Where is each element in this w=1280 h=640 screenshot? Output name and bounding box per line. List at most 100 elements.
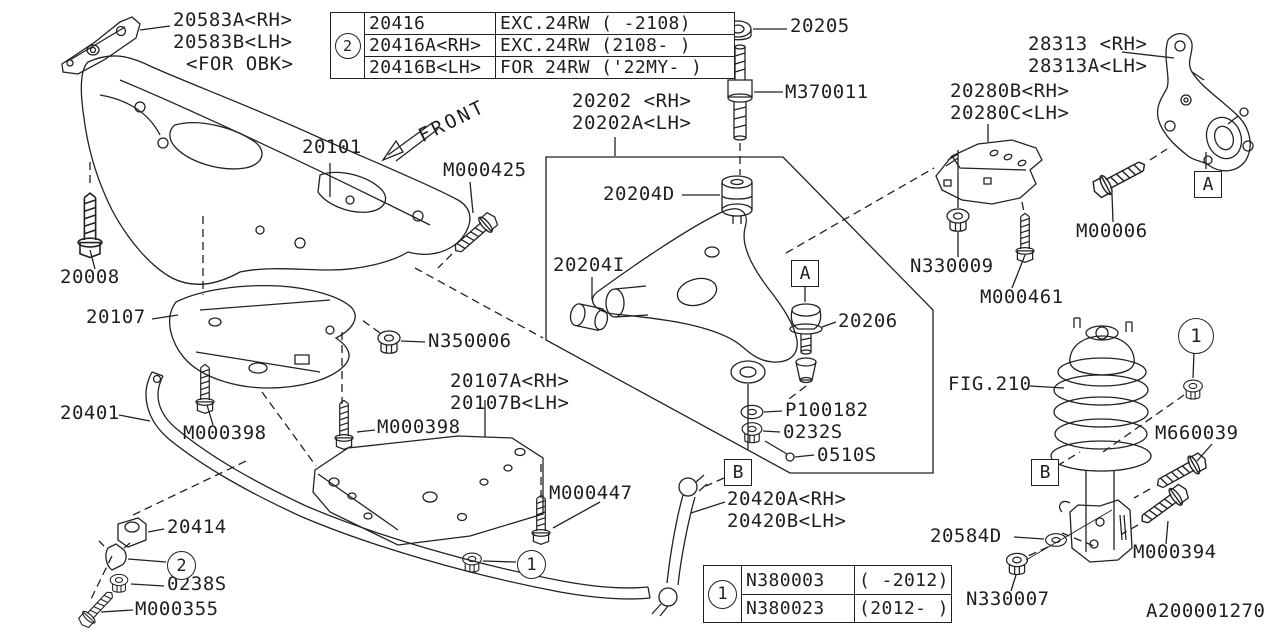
bolt-m660039 (1133, 443, 1213, 499)
table-cell-part: 20416A<RH> (364, 34, 495, 56)
bolt-m000425 (437, 181, 502, 269)
part-label-m000447: M000447 (549, 482, 633, 504)
part-label-20204d: 20204D (603, 183, 675, 205)
clamp-shape (90, 540, 167, 600)
table-cell-part: 20416B<LH> (364, 56, 495, 78)
support-plate-20107a-shape (312, 400, 544, 546)
circled-marker-2-clamp: 2 (167, 551, 196, 580)
control-arm-enclosure (545, 156, 934, 474)
boxed-marker-a-balljoint: A (791, 260, 819, 287)
bolt-m000398-right (334, 332, 376, 450)
bolt-m000447 (531, 464, 601, 545)
circled-marker-2-table: 2 (334, 32, 361, 59)
bracket-20280-shape (935, 124, 1043, 205)
nut-n350006 (361, 319, 426, 354)
bushing-20204d (682, 175, 753, 224)
part-label-m660039: M660039 (1155, 422, 1239, 444)
table-cell-note: ( -2012) (854, 566, 951, 594)
part-label-n330009: N330009 (910, 255, 994, 277)
table-cell-note: EXC.24RW ( -2108) (495, 13, 734, 34)
table-cell-note: EXC.24RW (2108- ) (495, 34, 734, 56)
part-label-20280b: 20280B<RH> (950, 80, 1070, 102)
strut-assembly-shape (1029, 317, 1152, 563)
boxed-marker-a-knuckle: A (1194, 171, 1222, 198)
part-label-n350006: N350006 (428, 330, 512, 352)
part-label-m370011: M370011 (785, 81, 869, 103)
part-label-m00006: M00006 (1076, 220, 1148, 242)
part-label-m000425: M000425 (443, 159, 527, 181)
option-table-n380003-marker-cell: 1 (704, 566, 741, 622)
circled-marker-1-strut: 1 (1178, 318, 1214, 354)
part-label-20101: 20101 (302, 136, 362, 158)
bolt-m000398-left (195, 363, 215, 426)
part-label-fig210: FIG.210 (948, 373, 1032, 395)
plate-20107-shape (151, 216, 356, 467)
part-label-m000398-1: M000398 (183, 422, 267, 444)
part-label-20280c: 20280C<LH> (950, 102, 1070, 124)
bushing-20414 (117, 460, 247, 548)
control-arm-shape (592, 208, 798, 450)
ball-joint-20206 (788, 284, 837, 400)
part-label-p100182: P100182 (785, 399, 869, 421)
stabilizer-link-20420 (651, 474, 726, 617)
boxed-marker-b-link: B (724, 459, 752, 486)
bushing-20204i (569, 303, 609, 332)
part-label-20107: 20107 (86, 306, 146, 328)
part-label-20107a: 20107A<RH> (450, 370, 570, 392)
option-table-20416-marker-cell: 2 (331, 13, 364, 78)
bolt-20008 (77, 162, 103, 270)
table-cell-part: 20416 (364, 13, 495, 34)
washer-p100182 (740, 404, 783, 420)
part-label-20414: 20414 (167, 516, 227, 538)
part-label-n330007: N330007 (966, 588, 1050, 610)
part-label-20401: 20401 (60, 402, 120, 424)
washer-20584d (1013, 532, 1095, 557)
part-label-28313-rh: 28313 <RH> (1028, 33, 1148, 55)
nut-0232s (741, 422, 781, 444)
table-cell-note: (2012- ) (854, 594, 951, 622)
front-arrow-icon (381, 122, 439, 162)
part-label-m000398-2: M000398 (377, 416, 461, 438)
bolt-m000355 (75, 586, 134, 631)
subframe-20101-shape (80, 55, 471, 285)
part-label-20204i: 20204I (553, 254, 625, 276)
option-table-20416: 2 20416 EXC.24RW ( -2108) 20416A<RH> EXC… (330, 12, 735, 79)
bolt-m000394 (1121, 480, 1193, 545)
bolt-m000461 (1011, 201, 1035, 289)
stabilizer-bar-20401 (118, 371, 651, 600)
part-label-m000394: M000394 (1133, 541, 1217, 563)
part-label-20420a: 20420A<RH> (727, 488, 847, 510)
bolt-m00006 (1088, 148, 1168, 223)
circled-marker-1-table: 1 (708, 579, 737, 609)
part-label-20584d: 20584D (930, 525, 1002, 547)
part-label-20583a: 20583A<RH> (173, 9, 293, 31)
bracket-20583-shape (61, 16, 171, 75)
part-label-20202a-lh: 20202A<LH> (572, 112, 692, 134)
diagram-id-label: A200001270 (1146, 600, 1266, 622)
part-label-m000355: M000355 (135, 598, 219, 620)
part-label-20206: 20206 (838, 310, 898, 332)
knuckle-28313-shape (1121, 33, 1254, 172)
table-cell-part: N380023 (741, 594, 854, 622)
nut-n330007 (1005, 509, 1113, 592)
table-cell-part: N380003 (741, 566, 854, 594)
pin-0510s (764, 440, 815, 462)
circled-marker-1-plate: 1 (517, 550, 546, 579)
part-label-0232s: 0232S (783, 421, 843, 443)
table-cell-note: FOR 24RW ('22MY- ) (495, 56, 734, 78)
part-label-20008: 20008 (60, 266, 120, 288)
nut-0238s (109, 573, 165, 593)
part-label-28313a-lh: 28313A<LH> (1028, 55, 1148, 77)
part-label-20205: 20205 (790, 15, 850, 37)
part-label-0510s: 0510S (817, 444, 877, 466)
nut-plate-callout (462, 552, 517, 573)
part-label-20202-rh: 20202 <RH> (572, 90, 692, 112)
part-label-m000461: M000461 (980, 286, 1064, 308)
part-label-20583b: 20583B<LH> (173, 31, 293, 53)
part-label-20420b: 20420B<LH> (727, 510, 847, 532)
part-label-20107b: 20107B<LH> (450, 392, 570, 414)
option-table-n380003: 1 N380003 ( -2012) N380023 (2012- ) (703, 565, 952, 623)
nut-n330009 (946, 150, 970, 257)
